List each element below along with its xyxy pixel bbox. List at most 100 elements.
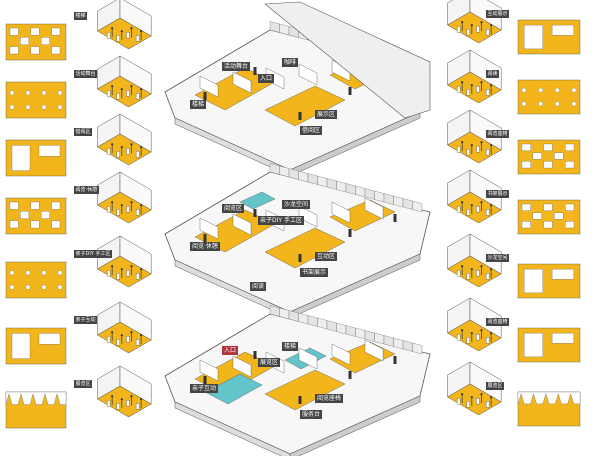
plan-seat — [538, 101, 544, 107]
column — [203, 92, 207, 100]
plan-seat — [9, 270, 15, 276]
person-head — [490, 84, 493, 87]
plan-seat — [538, 87, 544, 93]
floor-tag-f2-2: 阅览·休憩 — [190, 242, 220, 251]
plan-block — [551, 24, 574, 36]
plan-bg — [517, 79, 581, 115]
left-room-l7 — [96, 365, 152, 418]
plan-seat — [554, 101, 560, 107]
furniture-mark — [135, 403, 140, 410]
zone-yellow — [264, 85, 346, 127]
plan-white-edge — [5, 391, 67, 405]
furniture-mark — [466, 88, 471, 96]
plan-seat — [57, 270, 63, 276]
zone-yellow — [264, 227, 346, 269]
plan-cell — [543, 143, 553, 151]
plan-cell — [521, 143, 531, 151]
partition-wall — [199, 359, 219, 382]
plan-cell — [51, 46, 61, 55]
plan-cell — [9, 201, 19, 210]
plan-seat — [41, 90, 47, 96]
left-room-l6 — [96, 301, 152, 354]
plan-block — [524, 332, 543, 358]
plan-block — [524, 24, 543, 50]
plan-seat — [25, 284, 31, 290]
furniture-mark — [126, 400, 130, 407]
right-plan-r5 — [517, 263, 581, 299]
plan-seat — [41, 270, 47, 276]
furniture-mark — [135, 208, 140, 216]
plan-seat — [25, 90, 31, 96]
furniture-mark — [106, 147, 111, 155]
left-room-l3 — [96, 113, 152, 166]
person-head — [140, 146, 143, 149]
plan-block — [551, 268, 574, 280]
column — [393, 356, 397, 364]
person-head — [140, 30, 143, 33]
person-head — [490, 396, 493, 399]
floor-tag-f3-4: 展示区 — [315, 110, 338, 119]
plan-seat — [521, 101, 527, 107]
furniture-mark — [456, 270, 461, 277]
partition-wall — [232, 213, 252, 236]
floor-tag-f3-2: 楼梯 — [190, 100, 207, 109]
plan-cell — [51, 27, 61, 36]
left-room-l4 — [96, 171, 152, 224]
floor-tag-f1-5: 楼梯 — [282, 342, 299, 351]
person-head — [470, 268, 473, 271]
right-room-r1 — [446, 0, 502, 44]
person-head — [140, 204, 143, 207]
floor-tag-f2-4: 互动区 — [315, 252, 338, 261]
left-tag-l1: 楼梯 — [74, 12, 88, 20]
person-head — [130, 27, 133, 30]
left-tag-l6: 亲子互动 — [74, 316, 98, 324]
plan-cell — [554, 212, 564, 220]
column — [348, 371, 352, 379]
furniture-mark — [456, 205, 461, 213]
furniture-mark — [135, 339, 140, 346]
left-plan-l5 — [5, 261, 67, 299]
right-room-r5 — [446, 233, 502, 288]
left-tag-l4: 阅览·休憩 — [74, 186, 99, 194]
partition-wall — [298, 347, 318, 370]
person-head — [130, 265, 133, 268]
right-tag-r6: 阅览座椅 — [486, 318, 510, 326]
roof-wedge — [264, 1, 431, 119]
person-head — [470, 144, 473, 147]
plan-cell — [20, 211, 29, 219]
furniture-mark — [456, 398, 461, 405]
plan-seat — [571, 101, 577, 107]
left-plan-l1 — [5, 23, 67, 61]
plan-block — [524, 268, 543, 294]
right-plan-r3 — [517, 139, 581, 175]
right-tag-r7: 展览区 — [486, 382, 505, 390]
furniture-mark — [466, 401, 471, 408]
person-head — [140, 88, 143, 91]
right-room-r7 — [446, 361, 502, 416]
right-room-r3 — [446, 109, 502, 164]
plan-seat — [41, 284, 47, 290]
plan-seat — [9, 104, 15, 110]
plan-cell — [543, 203, 553, 211]
furniture-mark — [456, 145, 461, 153]
floor-tag-f1-2: 亲子互动 — [190, 384, 219, 393]
column — [298, 112, 302, 120]
furniture-mark — [466, 337, 471, 344]
stair-band — [269, 163, 423, 213]
person-head — [480, 201, 483, 204]
plan-cell — [9, 27, 19, 36]
person-head — [490, 268, 493, 271]
furniture-mark — [106, 32, 111, 39]
left-vignette-column — [5, 0, 152, 429]
person-head — [130, 331, 133, 334]
person-head — [140, 334, 143, 337]
floor-tag-f1-4: 阅览座椅 — [315, 394, 344, 403]
furniture-mark — [476, 205, 480, 213]
floor-tag-f1-3: 服务台 — [300, 410, 323, 419]
floor-tag-f2-3: 书架展示 — [300, 268, 329, 277]
person-head — [490, 24, 493, 27]
person-head — [461, 265, 464, 268]
partition-wall — [331, 201, 351, 224]
floor-tag-f2-6: 阅读 — [250, 282, 267, 291]
slab-edge — [174, 401, 291, 460]
